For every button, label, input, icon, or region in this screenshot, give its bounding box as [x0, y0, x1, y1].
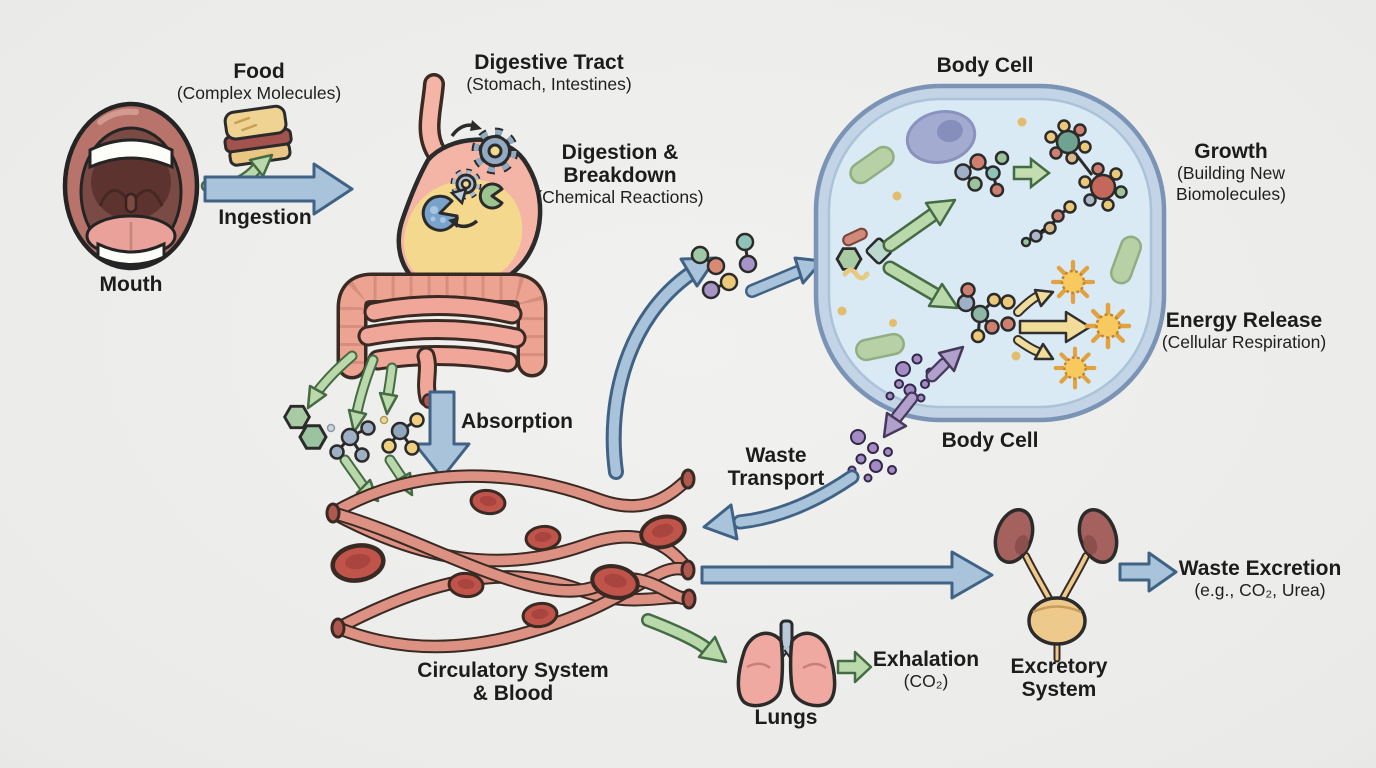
waste-exit-arrow [882, 391, 919, 439]
waste-excretion-arrow [1118, 551, 1178, 593]
digestion-breakdown-label: Digestion & Breakdown (Chemical Reaction… [536, 141, 704, 208]
red-blood-cell-icon [330, 542, 386, 585]
lungs-icon [736, 619, 837, 708]
growth-label: Growth (Building New Biomolecules) [1176, 140, 1286, 204]
bladder-icon [1027, 596, 1087, 663]
esophagus [422, 76, 444, 160]
waste-transport-arrow [702, 469, 860, 541]
respiration-molecule-icon [956, 282, 1016, 344]
waste-transport-label: Waste Transport [727, 444, 825, 491]
kidneys-icon [993, 508, 1119, 663]
body-cell-illustration [813, 83, 1167, 439]
blood-vessels-illustration [325, 468, 697, 654]
cell-entry-arrow [745, 256, 824, 298]
uvula [124, 192, 138, 214]
nucleus-icon [905, 110, 977, 164]
sugar-hexagon-icon [298, 424, 328, 450]
gear-icon [450, 168, 482, 200]
growth-step-arrow [1012, 156, 1052, 190]
blood-to-excretory-arrow [700, 550, 994, 600]
nutrient-transport-arrow [605, 256, 718, 480]
waste-dots-icon [885, 353, 935, 403]
energy-arrows [1013, 288, 1092, 361]
food-title: Food [233, 60, 285, 83]
enzyme-pacman-icon [478, 182, 504, 210]
intestines-icon [336, 272, 548, 409]
lower-teeth [96, 241, 166, 266]
wedge-piece [449, 187, 468, 206]
sun-burst-icon [1087, 305, 1129, 347]
catabolism-arrow [882, 260, 960, 310]
sun-burst-icon [1053, 262, 1093, 302]
molecule-icon [326, 420, 376, 463]
molecule-icon [954, 150, 1010, 198]
excretory-label: Excretory System [1010, 655, 1108, 702]
pie-molecule-icon [421, 194, 459, 232]
exhalation-label: Exhalation (CO₂) [872, 648, 980, 692]
ingestion-label: Ingestion [218, 206, 312, 229]
gear-icon [471, 127, 519, 175]
food-sub: (Complex Molecules) [176, 83, 342, 104]
absorption-label: Absorption [461, 410, 573, 433]
energy-release-label: Energy Release (Cellular Respiration) [1161, 309, 1327, 353]
mouth-label: Mouth [99, 273, 163, 296]
digestive-tract-label: Digestive Tract (Stomach, Intestines) [466, 51, 632, 95]
lungs-label: Lungs [754, 706, 818, 729]
absorption-arrow [413, 390, 471, 480]
food-label: Food (Complex Molecules) [177, 60, 341, 104]
red-blood-cell-icon [468, 486, 508, 518]
nutrient-molecules-outside-cell [690, 232, 758, 300]
upper-teeth [88, 138, 174, 170]
body-cell-bottom-label: Body Cell [941, 429, 1039, 452]
exhalation-arrow [836, 650, 873, 684]
mouth-illustration [62, 101, 200, 271]
biomolecule-icon [1020, 119, 1128, 248]
circulatory-label: Circulatory System & Blood [417, 659, 609, 706]
waste-excretion-label: Waste Excretion (e.g., CO₂, Urea) [1178, 557, 1342, 601]
waste-from-respiration-arrow [925, 345, 965, 383]
blood-to-lungs-arrow [641, 613, 728, 664]
anabolism-arrow [882, 198, 957, 253]
sun-burst-icon [1056, 349, 1095, 388]
nutrient-molecules [283, 404, 425, 463]
stomach-icon [396, 73, 543, 296]
sandwich-icon [223, 104, 293, 167]
ingestion-arrow [203, 162, 354, 216]
body-cell-top-label: Body Cell [936, 54, 1034, 77]
molecule-icon [379, 412, 425, 456]
